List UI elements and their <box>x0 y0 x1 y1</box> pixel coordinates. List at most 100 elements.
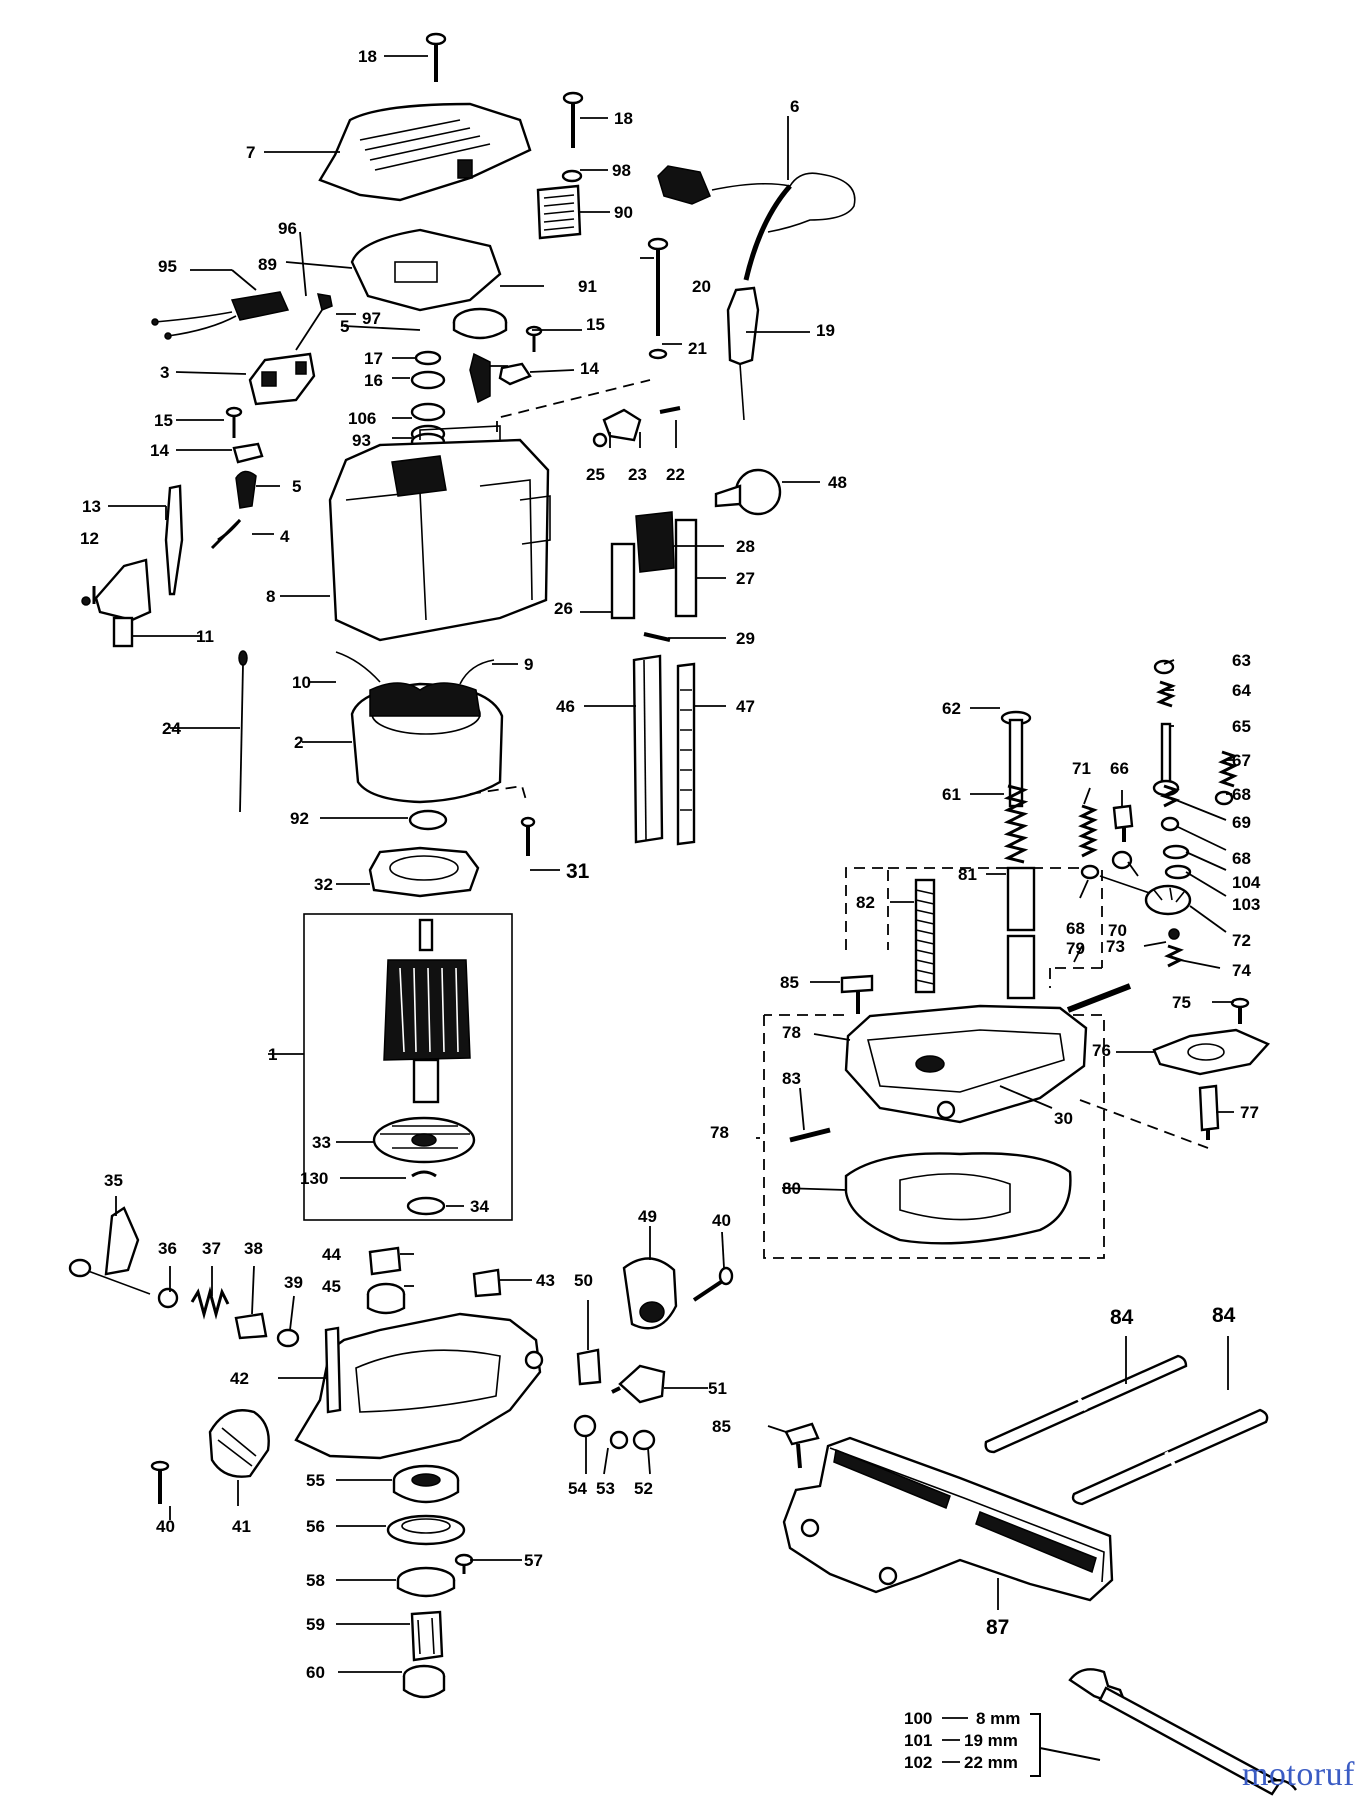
brush-holder-5-lower <box>235 470 257 509</box>
switch-3 <box>248 352 316 406</box>
label-5: 5 <box>340 317 349 336</box>
label-78: 78 <box>782 1023 801 1042</box>
scale-47 <box>676 662 696 846</box>
rod-62 <box>1000 710 1032 808</box>
label-81: 81 <box>958 865 977 884</box>
label-73: 73 <box>1106 937 1125 956</box>
label-16: 16 <box>364 371 383 390</box>
label-103: 103 <box>1232 895 1260 914</box>
dashed-leader-77 <box>1079 1099 1209 1149</box>
label-32: 32 <box>314 875 333 894</box>
rating-plate-90 <box>536 184 582 240</box>
label-84: 84 <box>1110 1306 1134 1329</box>
label-12: 12 <box>80 529 99 548</box>
power-cord-6-19 <box>657 165 856 421</box>
pin-77 <box>1198 1084 1220 1140</box>
screw-40-right <box>692 1266 734 1302</box>
label-14: 14 <box>580 359 599 378</box>
nut-70 <box>1111 850 1133 870</box>
screw-66 <box>1112 804 1134 842</box>
label-19: 19 <box>816 321 835 340</box>
label-24: 24 <box>162 719 181 738</box>
label-7: 7 <box>246 143 255 162</box>
spring-4 <box>210 518 242 550</box>
label-87: 87 <box>986 1616 1009 1639</box>
label-31: 31 <box>566 860 590 883</box>
label-15: 15 <box>154 411 173 430</box>
label-47: 47 <box>736 697 755 716</box>
spring-71 <box>1078 804 1098 858</box>
pin-83 <box>789 1127 831 1143</box>
screw-29 <box>643 632 671 642</box>
ring-56 <box>386 1514 466 1546</box>
label-20: 20 <box>692 277 711 296</box>
guide-rods-84 <box>984 1354 1269 1506</box>
label-84: 84 <box>1212 1304 1236 1327</box>
label-17: 17 <box>364 349 383 368</box>
label-5: 5 <box>292 477 301 496</box>
label-75: 75 <box>1172 993 1191 1012</box>
label-68: 68 <box>1232 849 1251 868</box>
brush-96-97 <box>295 293 333 351</box>
label-13: 13 <box>82 497 101 516</box>
label-42: 42 <box>230 1369 249 1388</box>
label-62: 62 <box>942 699 961 718</box>
label-6: 6 <box>790 97 799 116</box>
screw-75 <box>1230 997 1250 1024</box>
bearing-stack <box>410 350 446 452</box>
label-23: 23 <box>628 465 647 484</box>
label-1: 1 <box>268 1045 277 1064</box>
nut-68-top <box>1214 790 1234 806</box>
nut-53 <box>609 1430 629 1450</box>
label-40: 40 <box>156 1517 175 1536</box>
spring-37 <box>190 1286 230 1320</box>
label-78: 78 <box>710 1123 729 1142</box>
label-33: 33 <box>312 1133 331 1152</box>
nut-63 <box>1153 659 1175 675</box>
ball-73 <box>1168 928 1180 940</box>
label-68: 68 <box>1232 785 1251 804</box>
dashed-leader-31 <box>469 784 527 801</box>
leader-lines <box>108 55 1234 1673</box>
label-64: 64 <box>1232 681 1251 700</box>
label-40: 40 <box>712 1211 731 1230</box>
label-34: 34 <box>470 1197 489 1216</box>
label-10: 10 <box>292 673 311 692</box>
label-97: 97 <box>362 309 381 328</box>
knob-91 <box>452 307 508 340</box>
wrench-100-part: 100 <box>904 1709 932 1728</box>
label-79: 79 <box>1066 939 1085 958</box>
label-54: 54 <box>568 1479 587 1498</box>
label-30: 30 <box>1054 1109 1073 1128</box>
screw-20 <box>647 237 669 336</box>
washer-103 <box>1164 864 1192 880</box>
screw-15-right <box>525 325 543 352</box>
screw-18-right <box>562 91 584 148</box>
knob-51 <box>611 1364 666 1404</box>
brush-holder-5 <box>469 352 491 404</box>
watermark-logo: motoruf <box>1241 1756 1355 1793</box>
label-9: 9 <box>524 655 533 674</box>
nut-21 <box>648 348 668 360</box>
knob-48 <box>714 468 782 516</box>
nut-39 <box>276 1328 300 1348</box>
turret-base-78 <box>844 1004 1088 1124</box>
pin-79 <box>1066 983 1132 1013</box>
armature-box <box>303 913 513 1221</box>
nut-60 <box>402 1664 446 1699</box>
circlip-130 <box>411 1170 437 1178</box>
label-46: 46 <box>556 697 575 716</box>
label-70: 70 <box>1108 921 1127 940</box>
label-85: 85 <box>712 1417 731 1436</box>
label-91: 91 <box>578 277 597 296</box>
screw-65 <box>1152 722 1180 797</box>
label-48: 48 <box>828 473 847 492</box>
label-60: 60 <box>306 1663 325 1682</box>
plate-89 <box>350 228 502 312</box>
spring-61 <box>1003 784 1029 864</box>
stop-dashed-frame <box>845 867 1103 988</box>
wrench-100-size: 8 mm <box>976 1709 1020 1728</box>
base-42 <box>294 1312 544 1460</box>
label-65: 65 <box>1232 717 1251 736</box>
